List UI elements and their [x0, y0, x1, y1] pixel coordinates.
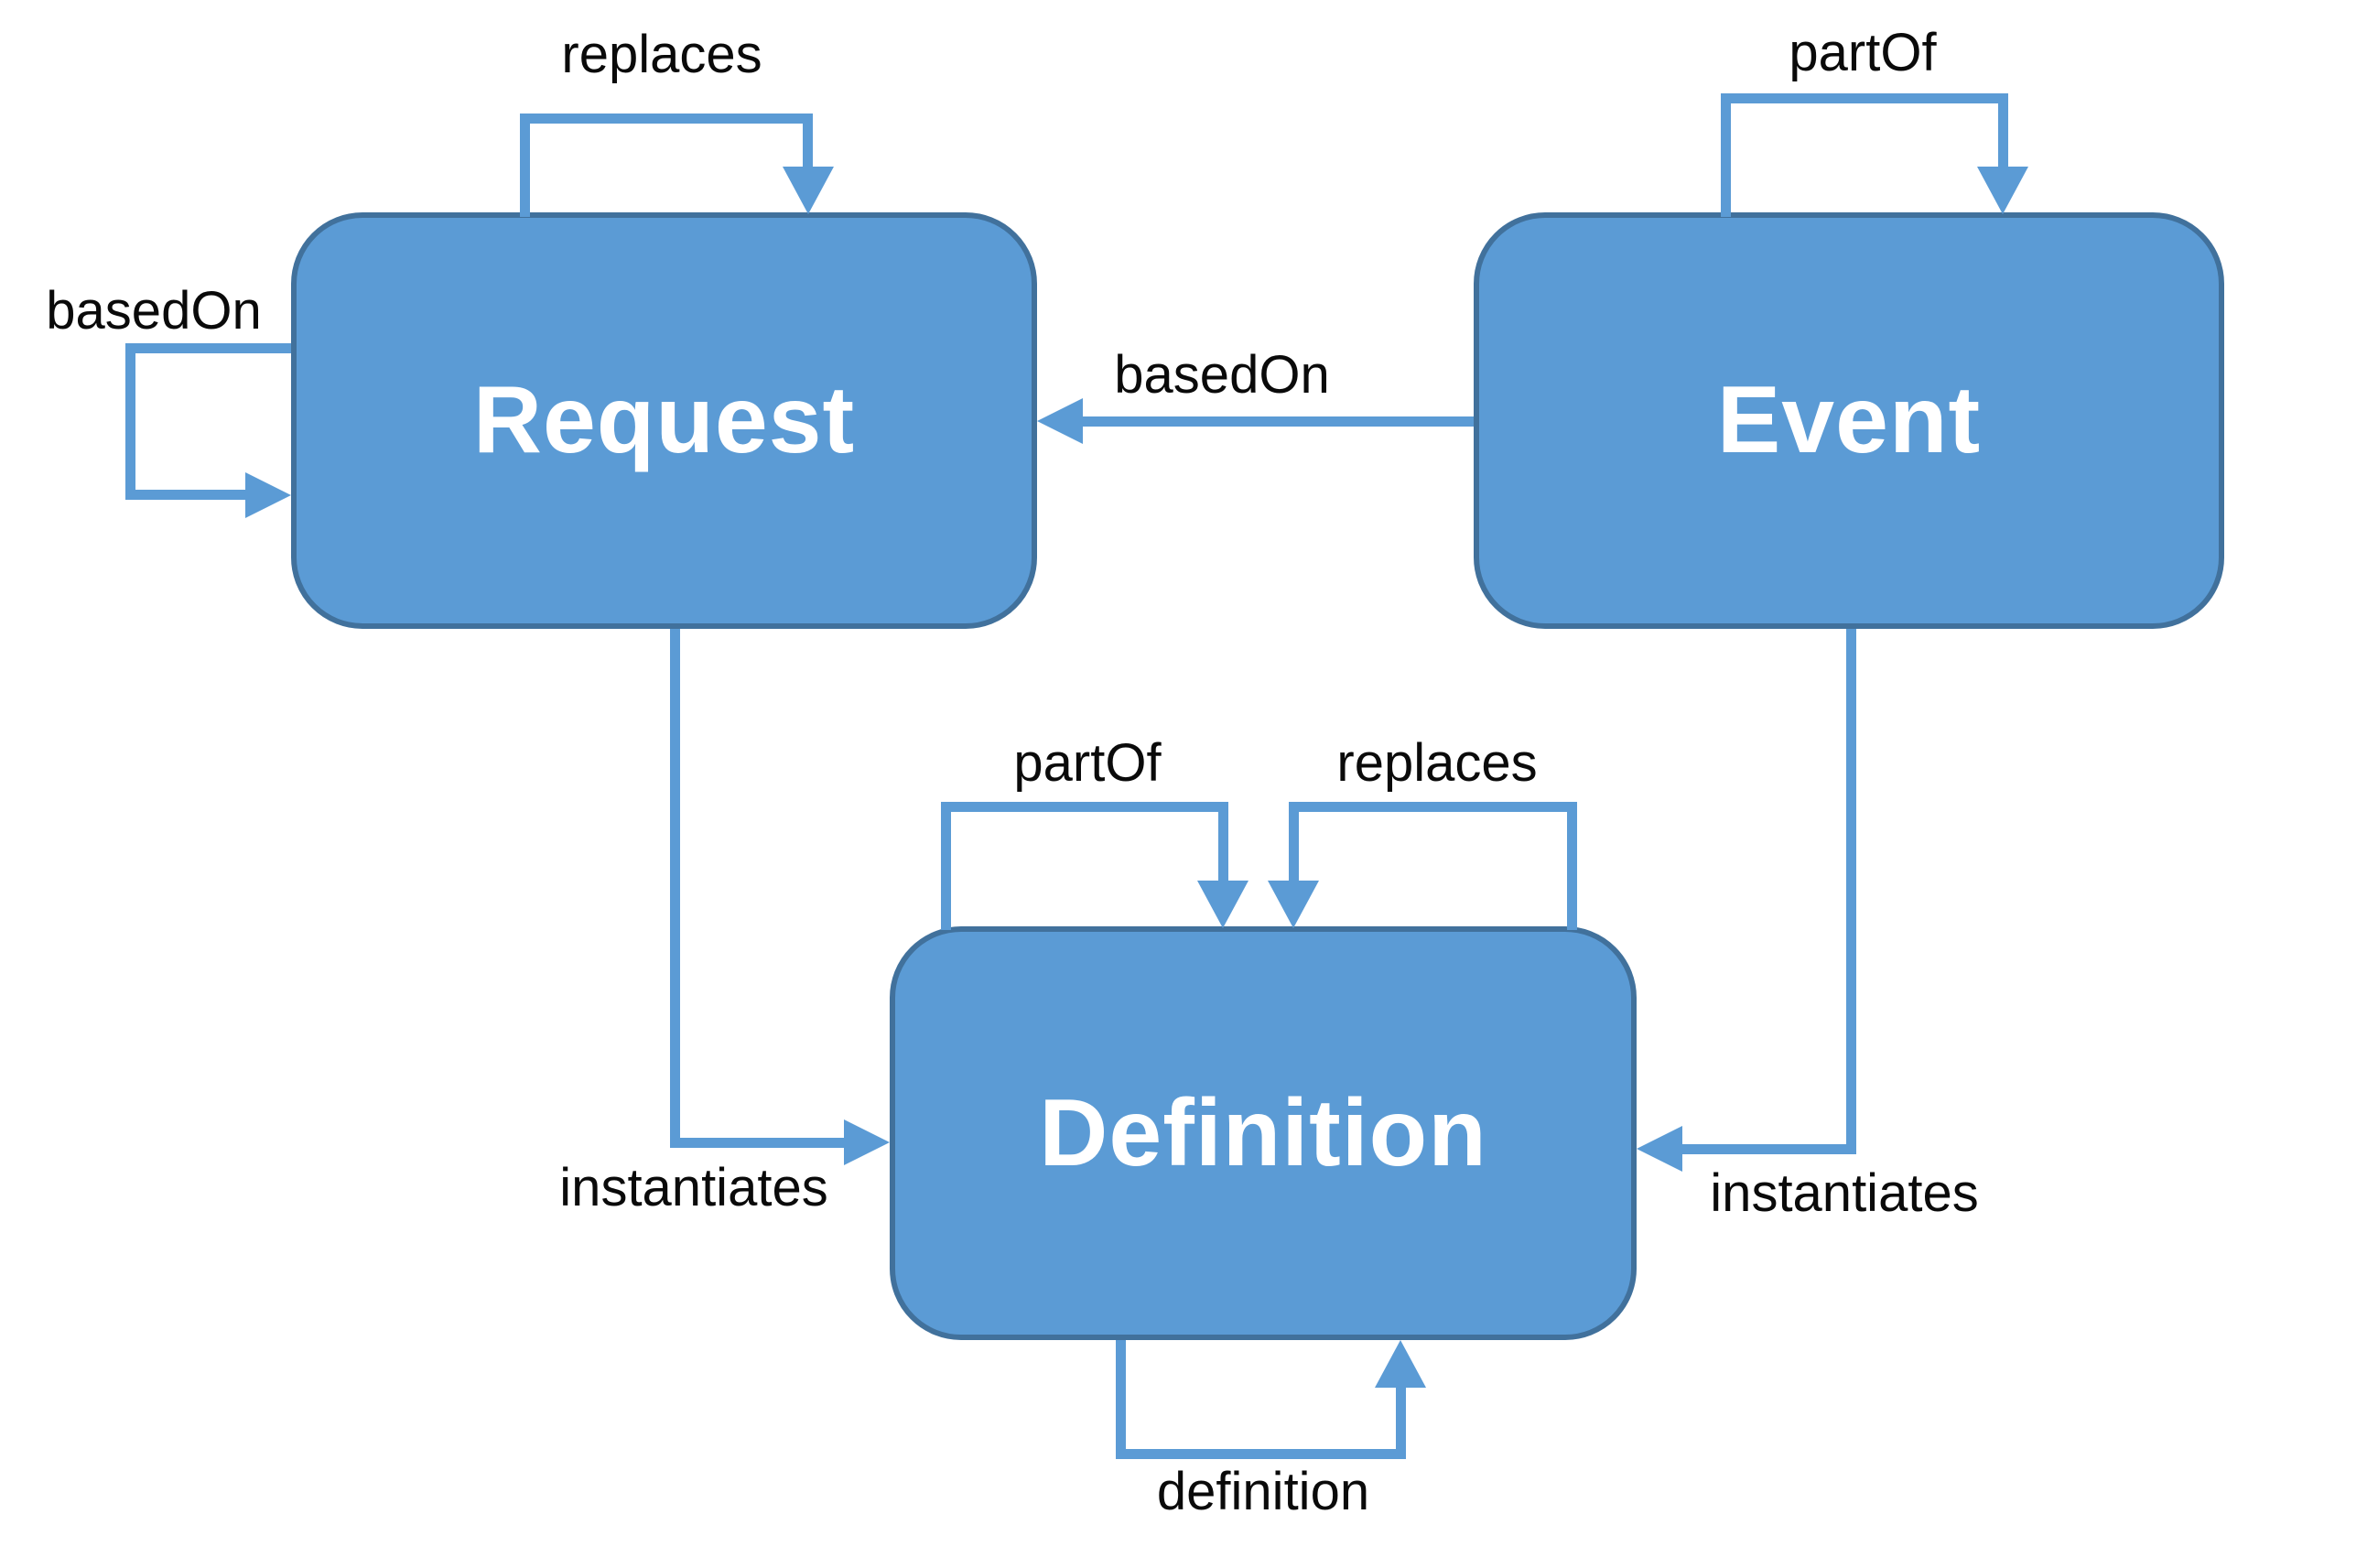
edge-replaces-request-label: replaces: [561, 25, 762, 84]
edge-replaces-definition-left-segment: [1289, 802, 1299, 882]
node-request: Request: [291, 212, 1037, 629]
node-event-label: Event: [1716, 367, 1982, 473]
edge-instantiates-event-horizontal-segment: [1680, 1144, 1856, 1154]
edge-definition-loop-bottom-segment: [1116, 1449, 1406, 1459]
edge-replaces-request-right-segment: [803, 114, 813, 170]
node-definition-label: Definition: [1039, 1079, 1487, 1186]
node-request-label: Request: [472, 367, 856, 473]
edge-instantiates-request-label: instantiates: [559, 1158, 828, 1217]
edge-basedon-request-left-segment: [125, 343, 135, 500]
edge-partof-definition-label: partOf: [1013, 733, 1162, 793]
edge-replaces-request-top-segment: [520, 114, 813, 124]
edge-replaces-definition-arrowhead-icon: [1268, 881, 1319, 928]
edge-instantiates-request-horizontal-segment: [670, 1138, 847, 1148]
edge-basedon-event-request-label: basedOn: [1114, 345, 1330, 405]
edge-definition-loop-left-segment: [1116, 1340, 1126, 1459]
edge-partof-definition-right-segment: [1218, 802, 1228, 882]
edge-replaces-request-left-segment: [520, 114, 530, 217]
edge-basedon-request-top-segment: [125, 343, 291, 353]
edge-partof-event-top-segment: [1721, 93, 2008, 103]
edge-basedon-event-request-arrowhead-icon: [1037, 398, 1083, 444]
edge-partof-definition-top-segment: [941, 802, 1228, 812]
edge-definition-loop-arrowhead-icon: [1375, 1340, 1426, 1388]
edge-instantiates-event-arrowhead-icon: [1637, 1126, 1682, 1172]
edge-basedon-request-arrowhead-icon: [245, 472, 291, 518]
edge-instantiates-event-label: instantiates: [1710, 1163, 1979, 1223]
edge-replaces-definition-label: replaces: [1336, 733, 1538, 793]
edge-instantiates-request-vertical-segment: [670, 629, 680, 1148]
edge-partof-definition-left-segment: [941, 802, 951, 930]
edge-basedon-request-label: basedOn: [46, 281, 262, 341]
edge-basedon-request-bottom-segment: [125, 490, 248, 500]
edge-partof-event-right-segment: [1998, 93, 2008, 168]
edge-instantiates-event-vertical-segment: [1846, 629, 1856, 1154]
edge-partof-event-left-segment: [1721, 93, 1731, 217]
edge-replaces-definition-top-segment: [1289, 802, 1577, 812]
edge-definition-loop-right-segment: [1396, 1384, 1406, 1459]
node-event: Event: [1474, 212, 2224, 629]
edge-partof-event-label: partOf: [1789, 23, 1937, 82]
edge-partof-event-arrowhead-icon: [1977, 167, 2028, 214]
node-definition: Definition: [890, 926, 1637, 1340]
edge-instantiates-request-arrowhead-icon: [844, 1119, 890, 1165]
edge-basedon-event-request-segment: [1078, 416, 1474, 427]
edge-replaces-definition-right-segment: [1567, 802, 1577, 930]
edge-definition-loop-label: definition: [1156, 1462, 1370, 1521]
edge-partof-definition-arrowhead-icon: [1197, 881, 1248, 928]
edge-replaces-request-arrowhead-icon: [783, 167, 834, 214]
